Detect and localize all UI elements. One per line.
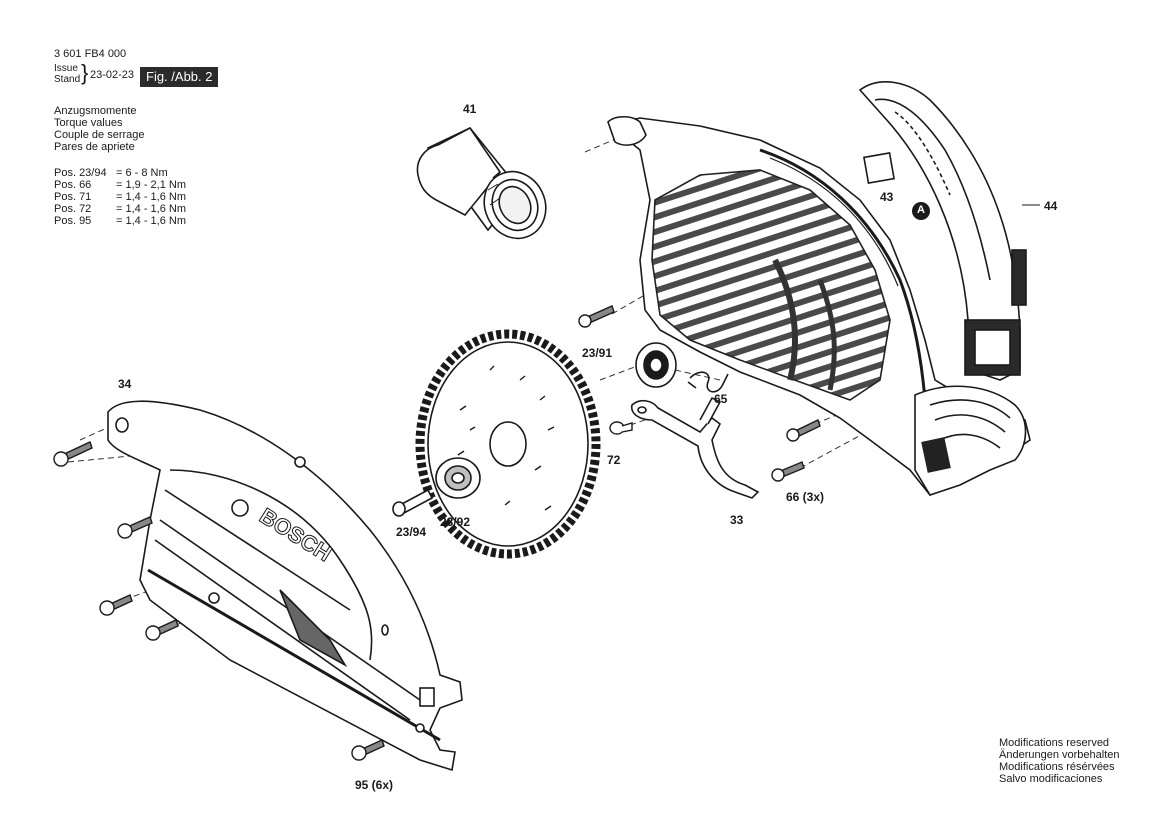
torque-titles: Anzugsmomente Torque values Couple de se… [54, 105, 145, 153]
part-number: 3 601 FB4 000 [54, 48, 127, 60]
wrench-part-33 [630, 396, 760, 499]
figure-label: Fig. /Abb. 2 [140, 67, 219, 87]
torque-row: Pos. 66= 1,9 - 2,1 Nm [54, 179, 187, 191]
torque-title-es: Pares de apriete [54, 141, 135, 153]
callout-41: 41 [463, 102, 477, 116]
guard-rail-part-44 [858, 81, 1027, 381]
blade-guard-part-34: BOSCH [107, 400, 463, 772]
torque-table: Pos. 23/94= 6 - 8 Nm Pos. 66= 1,9 - 2,1 … [54, 167, 186, 227]
date-stamp: 23-02-23 [90, 69, 135, 81]
torque-row: Pos. 72= 1,4 - 1,6 Nm [54, 203, 187, 215]
issue-label: Issue [54, 63, 78, 74]
callout-23-92: 23/92 [440, 515, 471, 529]
main-housing [607, 115, 1031, 497]
callout-23-91: 23/91 [582, 346, 613, 360]
torque-title-fr: Couple de serrage [54, 129, 145, 141]
flange-part-23-91 [635, 342, 677, 388]
callout-66: 66 (3x) [786, 490, 825, 504]
torque-title-de: Anzugsmomente [54, 105, 137, 117]
torque-title-en: Torque values [54, 117, 123, 129]
callout-a: A [917, 204, 925, 216]
callout-65: 65 [714, 392, 728, 406]
stand-label: Stand [54, 74, 81, 85]
screws-part-66 [578, 305, 821, 482]
callout-95: 95 (6x) [355, 778, 394, 792]
flange-part-23-92 [435, 457, 481, 499]
callout-72: 72 [607, 453, 621, 467]
callout-23-94: 23/94 [396, 525, 427, 539]
footer-line-es: Salvo modificaciones [999, 773, 1103, 785]
footer-line-fr: Modifications résérvées [999, 761, 1115, 773]
footer-line-de: Änderungen vorbehalten [999, 749, 1120, 761]
footer-line-en: Modifications reserved [999, 737, 1110, 749]
brace-symbol: } [81, 60, 89, 85]
screw-part-72 [609, 421, 633, 435]
callout-34: 34 [118, 377, 132, 391]
torque-row: Pos. 71= 1,4 - 1,6 Nm [54, 191, 187, 203]
callout-33: 33 [730, 513, 744, 527]
screws-part-95 [53, 441, 385, 761]
callout-44: 44 [1044, 199, 1058, 213]
modifications-notice: Modifications reserved Änderungen vorbeh… [999, 737, 1119, 785]
callout-43: 43 [880, 190, 894, 204]
marker-a-circle [912, 202, 930, 220]
bolt-part-23-94 [392, 488, 434, 517]
torque-row: Pos. 95= 1,4 - 1,6 Nm [54, 215, 187, 227]
dust-adapter-part-41 [416, 126, 547, 240]
spring-part-65 [687, 371, 729, 393]
torque-row: Pos. 23/94= 6 - 8 Nm [54, 167, 168, 179]
